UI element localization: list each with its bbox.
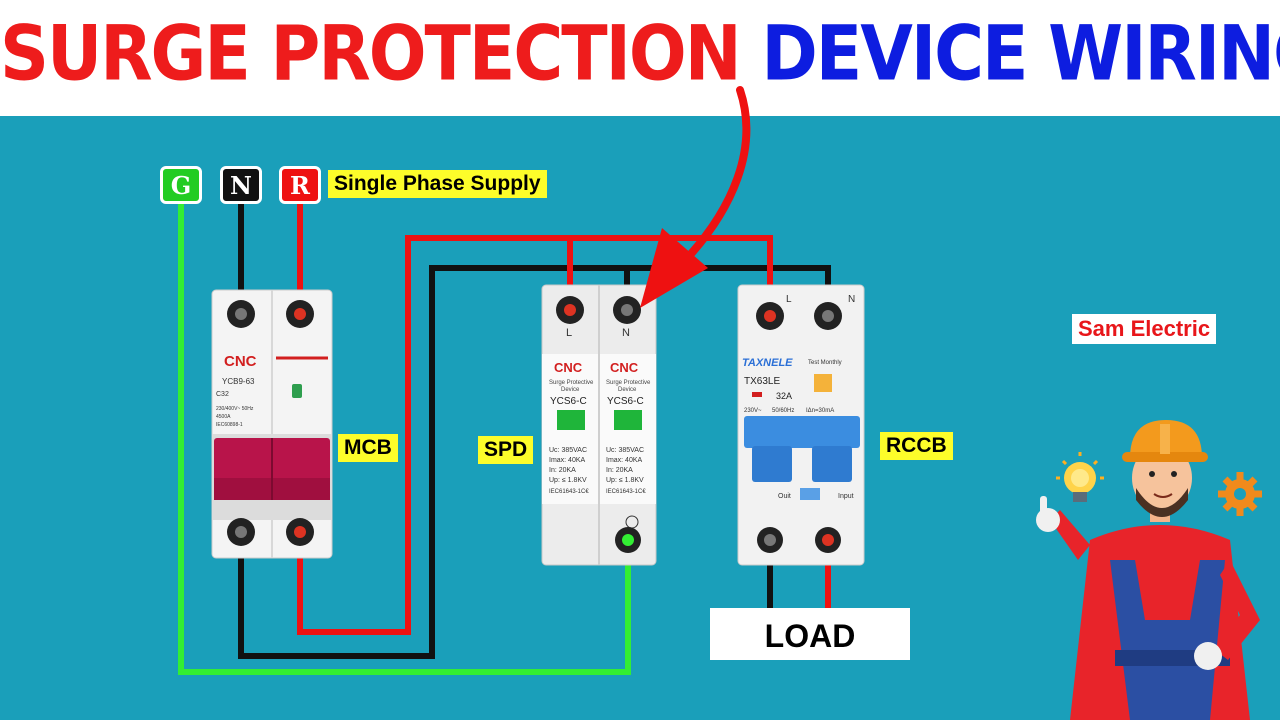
svg-text:L: L [566,327,572,339]
svg-text:YCS6-C: YCS6-C [607,396,644,407]
svg-text:CNC: CNC [554,360,583,375]
svg-text:YCB9-63: YCB9-63 [222,377,255,386]
mcb-device: CNC YCB9-63 C32 230/400V~ 50Hz 4500A IEC… [211,289,333,559]
title-part-red: SURGE PROTECTION [0,10,742,99]
brand-label: Sam Electric [1072,314,1217,344]
gear-icon [1218,472,1262,516]
svg-text:N: N [622,327,630,339]
svg-text:N: N [848,294,855,305]
svg-text:Device: Device [618,387,637,393]
svg-text:In: 20KA: In: 20KA [549,467,576,474]
title-part-blue: DEVICE WIRING [761,10,1280,99]
svg-text:Imax: 40KA: Imax: 40KA [606,457,643,464]
svg-text:4500A: 4500A [216,414,231,420]
svg-text:Test Monthly: Test Monthly [808,360,842,366]
svg-text:Imax: 40KA: Imax: 40KA [549,457,586,464]
page-title: SURGE PROTECTION DEVICE WIRING [0,10,1280,98]
rccb-device: L N TAXNELE Test Monthly TX63LE 32A 230V… [737,284,865,566]
terminal-earth: G [160,166,202,204]
svg-text:Uc: 385VAC: Uc: 385VAC [606,447,644,454]
svg-text:230V~: 230V~ [744,408,762,414]
svg-text:Device: Device [561,387,580,393]
svg-text:L: L [786,294,792,305]
svg-text:32A: 32A [776,391,792,401]
title-bar: SURGE PROTECTION DEVICE WIRING [0,0,1280,116]
svg-text:IEC60898-1: IEC60898-1 [216,422,243,428]
svg-text:Uc: 385VAC: Uc: 385VAC [549,447,587,454]
svg-text:Up: ≤ 1.8KV: Up: ≤ 1.8KV [606,477,644,484]
rccb-label: RCCB [880,432,953,460]
electrician-illustration [1036,420,1260,720]
svg-text:IEC61643-1C€: IEC61643-1C€ [606,489,646,495]
earth-wire [178,200,631,675]
svg-text:Surge Protective: Surge Protective [606,380,651,386]
terminal-live: R [279,166,321,204]
spd-label: SPD [478,436,534,464]
svg-text:TAXNELE: TAXNELE [742,357,793,369]
supply-label: Single Phase Supply [328,170,547,198]
mcb-label: MCB [338,434,398,462]
svg-text:Input: Input [838,493,854,500]
svg-text:230/400V~ 50Hz: 230/400V~ 50Hz [216,406,254,412]
svg-text:Surge Protective: Surge Protective [549,380,594,386]
svg-text:IΔn=30mA: IΔn=30mA [806,408,834,414]
svg-text:CNC: CNC [224,353,257,370]
svg-text:50/60Hz: 50/60Hz [772,408,794,414]
terminal-neutral: N [220,166,262,204]
arrow-icon [640,86,751,308]
svg-text:Up: ≤ 1.8KV: Up: ≤ 1.8KV [549,477,587,484]
bulb-icon [1056,452,1104,502]
svg-text:In: 20KA: In: 20KA [606,467,633,474]
svg-text:CNC: CNC [610,360,639,375]
svg-text:YCS6-C: YCS6-C [550,396,587,407]
svg-text:IEC61643-1C€: IEC61643-1C€ [549,489,589,495]
svg-text:C32: C32 [216,391,229,398]
load-label: LOAD [710,608,910,660]
svg-text:Ouit: Ouit [778,493,791,500]
spd-device: L N CNC CNC Surge Protective Surge Prote… [541,284,657,566]
svg-text:TX63LE: TX63LE [744,376,780,387]
